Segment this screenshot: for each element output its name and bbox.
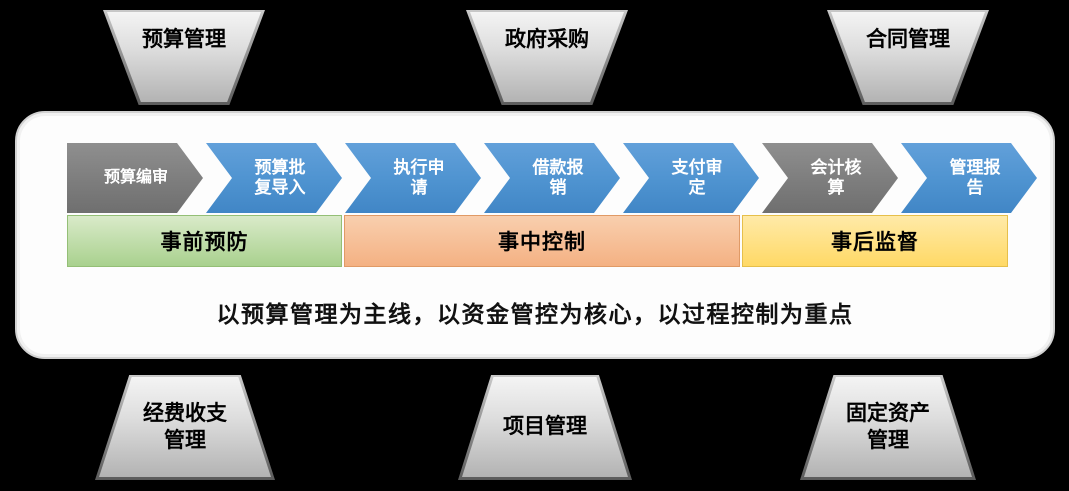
top-module-label: 政府采购 [505,28,589,51]
top-module-budget-management: 预算管理 [103,10,265,105]
bottom-module-label: 经费收支管理 [143,401,227,452]
funnel-face [107,12,261,102]
step-label: 预算编审 [103,169,168,187]
funnel-face [99,377,271,477]
process-panel: 预算编审 预算批复导入 执行申请 借款报销 支付审定 会计核算 管理报告 [15,111,1055,359]
funnel-face [804,377,972,477]
step-loan-reimbursement: 借款报销 [484,143,620,213]
step-label: 会计核算 [810,157,862,197]
phase-label: 事中控制 [498,231,586,254]
phase-label: 事前预防 [160,231,249,254]
top-module-label: 预算管理 [142,28,226,51]
funnel-face [831,12,985,102]
step-label: 执行申请 [393,157,445,197]
funnel-face [470,12,624,102]
top-module-government-procurement: 政府采购 [466,10,628,105]
bottom-module-label: 项目管理 [503,415,587,439]
step-budget-review: 预算编审 [67,143,203,213]
step-payment-approval: 支付审定 [623,143,759,213]
step-label: 支付审定 [671,157,723,197]
phase-in-process-control: 事中控制 [344,215,740,267]
step-execution-request: 执行申请 [345,143,481,213]
phase-post-supervision: 事后监督 [742,215,1008,267]
step-management-report: 管理报告 [901,143,1037,213]
process-flow: 预算编审 预算批复导入 执行申请 借款报销 支付审定 会计核算 管理报告 [67,143,1037,213]
slogan-text: 以预算管理为主线，以资金管控为核心，以过程控制为重点 [216,301,854,327]
step-label: 预算批复导入 [254,157,306,197]
bottom-module-label: 固定资产管理 [846,401,930,452]
top-module-contract-management: 合同管理 [827,10,989,105]
bottom-module-expense-management: 经费收支管理 [95,375,275,480]
step-label: 借款报销 [532,157,584,197]
step-budget-approval-import: 预算批复导入 [206,143,342,213]
phase-label: 事后监督 [831,231,919,254]
bottom-module-project-management: 项目管理 [458,375,632,480]
funnel-face [462,377,628,477]
step-accounting: 会计核算 [762,143,898,213]
top-module-label: 合同管理 [866,28,950,51]
step-label: 管理报告 [949,157,1001,197]
bottom-module-fixed-assets-management: 固定资产管理 [800,375,976,480]
phase-bands: 事前预防 事中控制 事后监督 [67,215,1008,267]
phase-pre-prevention: 事前预防 [67,215,342,267]
